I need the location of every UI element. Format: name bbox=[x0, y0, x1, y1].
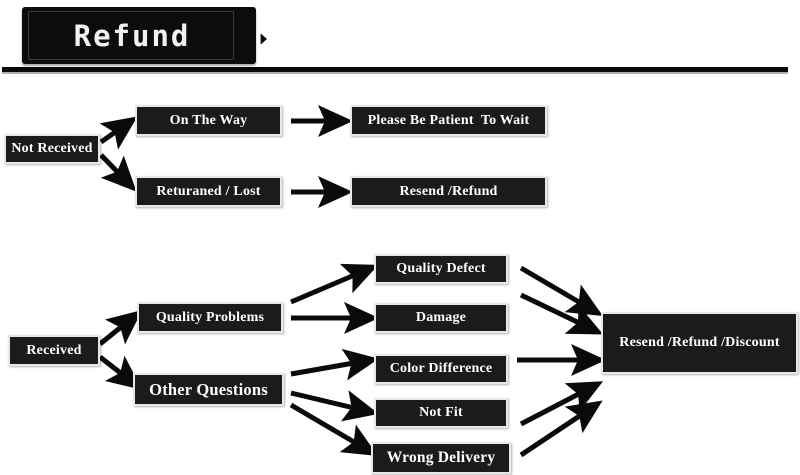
header-banner: Refund bbox=[22, 7, 270, 64]
page-title: Refund bbox=[73, 19, 191, 53]
node-returaned-lost[interactable]: Returaned / Lost bbox=[135, 176, 282, 207]
node-on-the-way[interactable]: On The Way bbox=[135, 105, 282, 136]
node-resend-refund-discount[interactable]: Resend /Refund /Discount bbox=[601, 312, 798, 374]
arrow-not-fit-to-outcome bbox=[519, 381, 604, 427]
arrow-quality-defect-to-outcome bbox=[519, 265, 603, 317]
arrow-other-questions-to-not-fit bbox=[290, 390, 379, 422]
arrow-not-received-to-on-the-way bbox=[99, 116, 138, 150]
arrow-received-to-other-questions bbox=[98, 355, 143, 390]
node-resend-refund[interactable]: Resend /Refund bbox=[350, 176, 547, 207]
arrow-other-questions-to-color-difference bbox=[290, 348, 379, 381]
node-not-received[interactable]: Not Received bbox=[4, 134, 100, 164]
header-divider-shadow bbox=[2, 72, 788, 74]
node-other-questions[interactable]: Other Questions bbox=[133, 373, 284, 406]
node-received[interactable]: Received bbox=[8, 335, 100, 366]
node-color-difference[interactable]: Color Difference bbox=[374, 354, 508, 384]
node-please-be-patient-to-wait[interactable]: Please Be Patient To Wait bbox=[350, 105, 547, 136]
arrow-other-questions-to-wrong-delivery bbox=[289, 402, 378, 457]
arrow-not-received-to-returaned-lost bbox=[99, 153, 137, 192]
arrow-received-to-quality-problems bbox=[98, 309, 143, 346]
arrow-damage-to-outcome bbox=[519, 292, 604, 335]
node-damage[interactable]: Damage bbox=[374, 303, 508, 333]
play-in-lens-icon bbox=[256, 28, 270, 50]
node-quality-problems[interactable]: Quality Problems bbox=[137, 302, 283, 333]
header-banner-inner-border: Refund bbox=[28, 11, 234, 60]
arrow-quality-problems-to-quality-defect bbox=[290, 263, 379, 305]
node-wrong-delivery[interactable]: Wrong Delivery bbox=[371, 442, 511, 474]
header-divider bbox=[2, 67, 788, 72]
arrow-wrong-delivery-to-outcome bbox=[519, 400, 603, 458]
node-not-fit[interactable]: Not Fit bbox=[374, 398, 508, 428]
node-quality-defect[interactable]: Quality Defect bbox=[374, 254, 508, 284]
